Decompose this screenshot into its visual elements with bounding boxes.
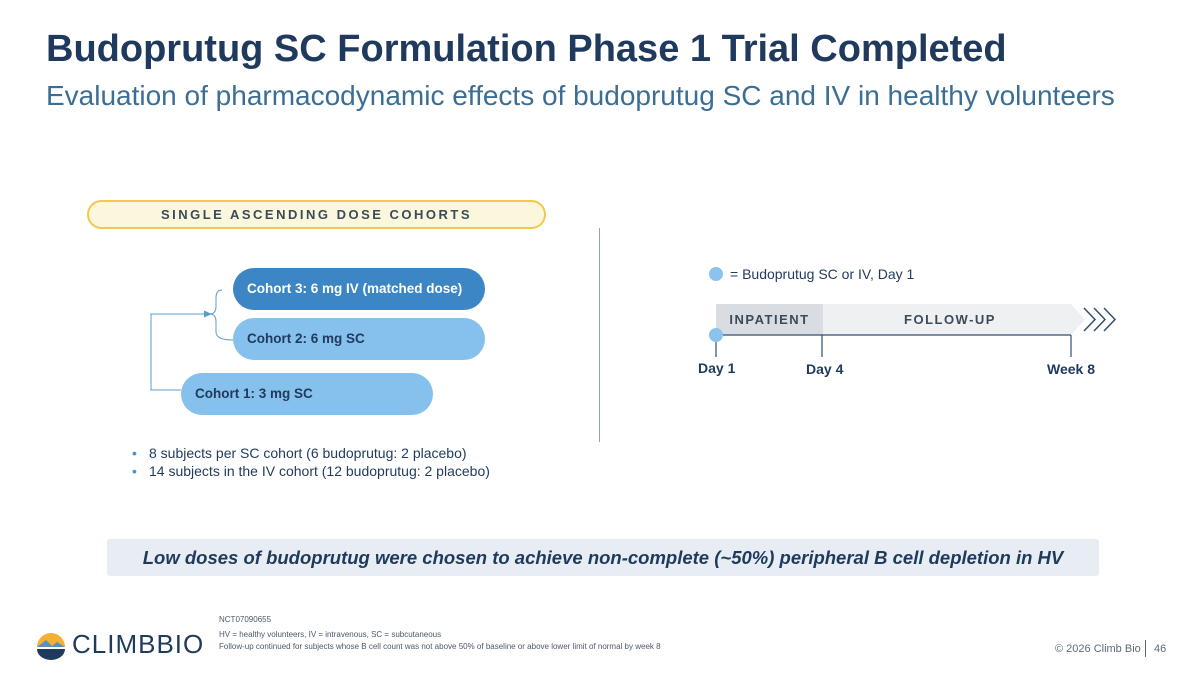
timeline-axis [709,328,1072,357]
footnote-trial-id: NCT07090655 [219,615,272,624]
bullet-item: 14 subjects in the IV cohort (12 budopru… [132,462,490,480]
cohorts-banner: SINGLE ASCENDING DOSE COHORTS [87,200,546,229]
climbbio-logo-icon [37,633,65,660]
cohort-bullets: 8 subjects per SC cohort (6 budoprutug: … [132,444,490,480]
inpatient-phase: INPATIENT [716,304,823,335]
dose-dot-icon [709,267,723,281]
page-number: 46 [1154,643,1167,655]
panel-divider [599,228,600,442]
cohort-1-pill: Cohort 1: 3 mg SC [181,373,433,415]
cohort-3-pill: Cohort 3: 6 mg IV (matched dose) [233,268,485,310]
footnote-followup: Follow-up continued for subjects whose B… [219,642,661,651]
key-message-callout: Low doses of budoprutug were chosen to a… [107,539,1099,576]
cohort-connector-lines [150,289,234,391]
climbbio-logo-text: CLIMBBIO [72,629,205,659]
tick-week-8: Week 8 [1047,361,1095,377]
page-separator [1145,640,1146,657]
tick-day-4: Day 4 [806,361,844,377]
tick-day-1: Day 1 [698,360,736,376]
page-title: Budoprutug SC Formulation Phase 1 Trial … [46,28,1007,70]
cohort-2-pill: Cohort 2: 6 mg SC [233,318,485,360]
footnote-abbreviations: HV = healthy volunteers, IV = intravenou… [219,630,442,639]
page-subtitle: Evaluation of pharmacodynamic effects of… [46,80,1115,111]
copyright: © 2026 Climb Bio [1055,643,1141,655]
followup-phase: FOLLOW-UP [904,312,996,327]
timeline-legend: = Budoprutug SC or IV, Day 1 [730,266,915,282]
bullet-item: 8 subjects per SC cohort (6 budoprutug: … [132,444,490,462]
followup-arrow [823,304,1117,335]
